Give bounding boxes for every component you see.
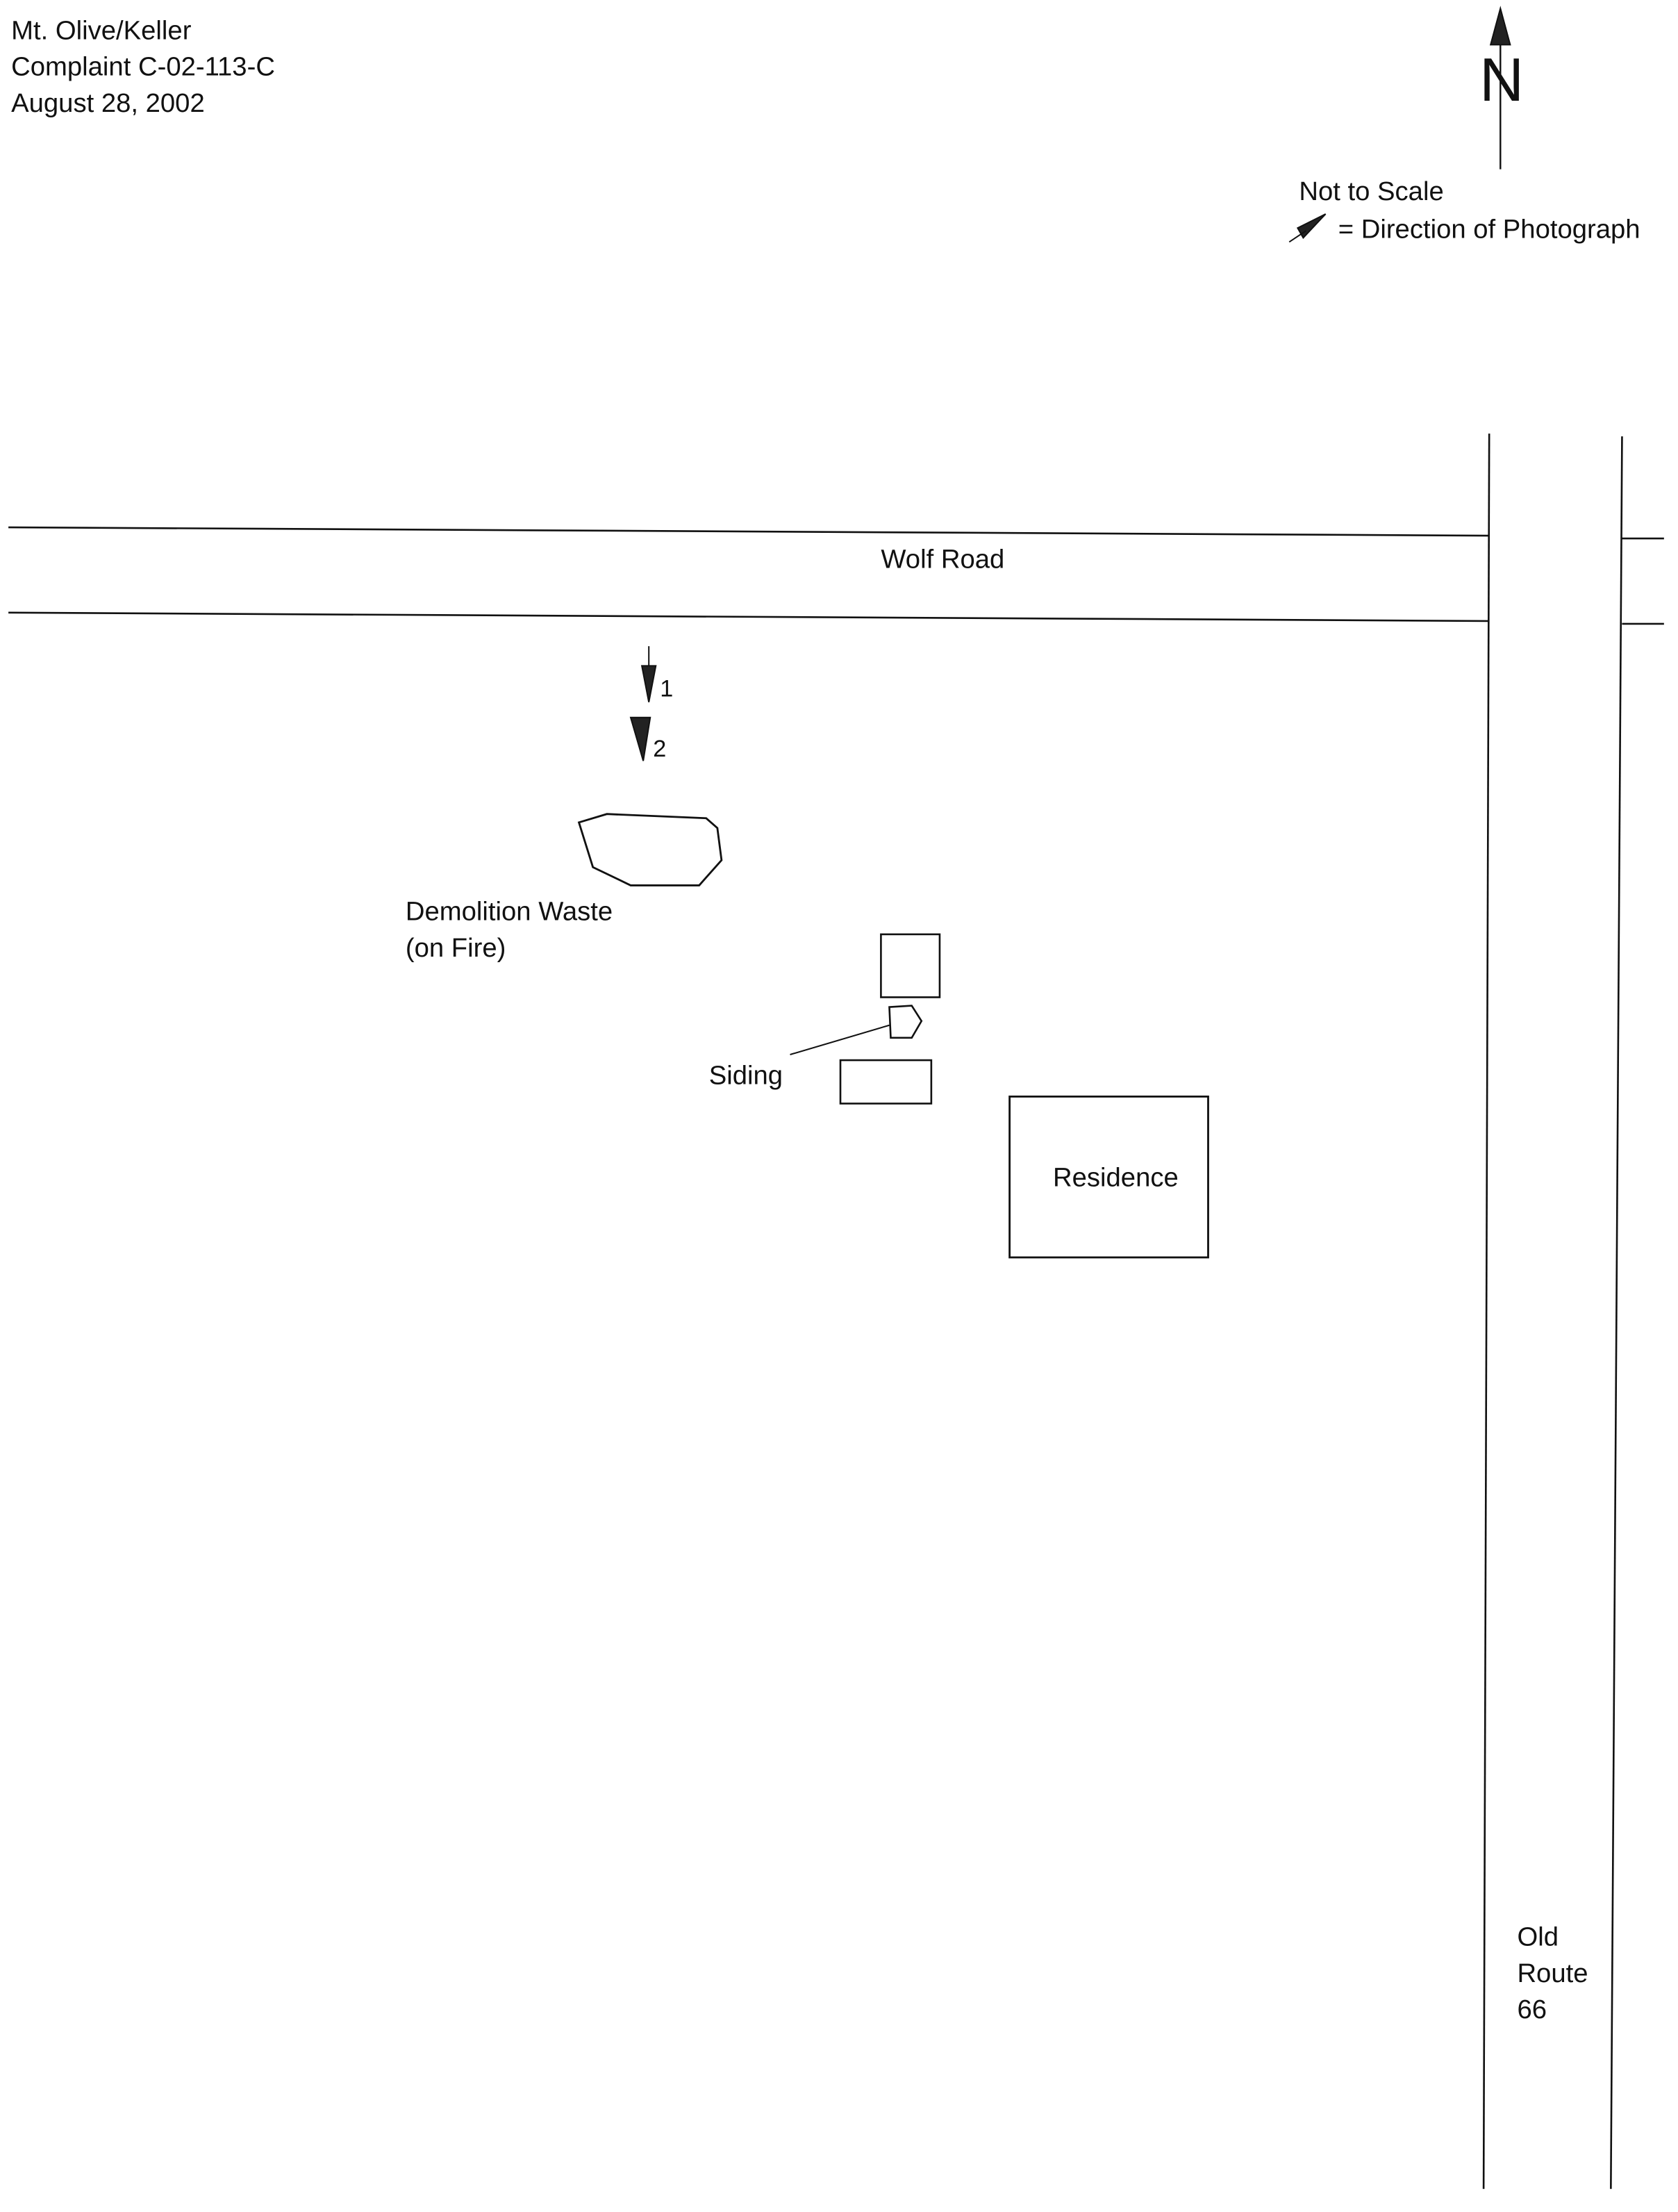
wolf-road xyxy=(8,526,1664,625)
photo-point-2-label: 2 xyxy=(653,736,666,762)
siding-label: Siding xyxy=(709,1060,783,1090)
header-site: Mt. Olive/Keller xyxy=(11,15,192,45)
residence-label: Residence xyxy=(1053,1162,1179,1192)
old-route-66 xyxy=(1482,434,1623,2189)
siding-pile xyxy=(888,1005,923,1039)
document-header: Mt. Olive/Keller Complaint C-02-113-C Au… xyxy=(11,15,275,118)
photo-direction-legend-icon xyxy=(1288,213,1327,243)
shed-structure xyxy=(880,933,941,998)
old-route-66-label: Old Route 66 xyxy=(1517,1922,1588,2024)
outbuilding-structure xyxy=(839,1059,933,1105)
north-label: N xyxy=(1479,45,1524,114)
header-date: August 28, 2002 xyxy=(11,88,205,118)
svg-text:Route: Route xyxy=(1517,1958,1588,1988)
svg-text:66: 66 xyxy=(1517,1995,1547,2024)
siding-leader-line xyxy=(790,1024,890,1055)
photo-direction-legend: = Direction of Photograph xyxy=(1338,214,1640,244)
header-complaint: Complaint C-02-113-C xyxy=(11,52,275,82)
wolf-road-label: Wolf Road xyxy=(881,544,1004,574)
photo-point-2-arrow-icon xyxy=(629,716,651,761)
residence-building xyxy=(1008,1096,1209,1259)
svg-text:Old: Old xyxy=(1517,1922,1559,1951)
demolition-waste-pile xyxy=(577,813,723,886)
photo-point-1-label: 1 xyxy=(660,676,673,702)
waste-label-line2: (on Fire) xyxy=(406,933,506,963)
scale-note: Not to Scale xyxy=(1299,176,1443,206)
waste-label-line1: Demolition Waste xyxy=(406,897,613,927)
photo-point-1-arrow-icon xyxy=(640,646,657,702)
north-arrow-icon: N xyxy=(1479,6,1524,170)
